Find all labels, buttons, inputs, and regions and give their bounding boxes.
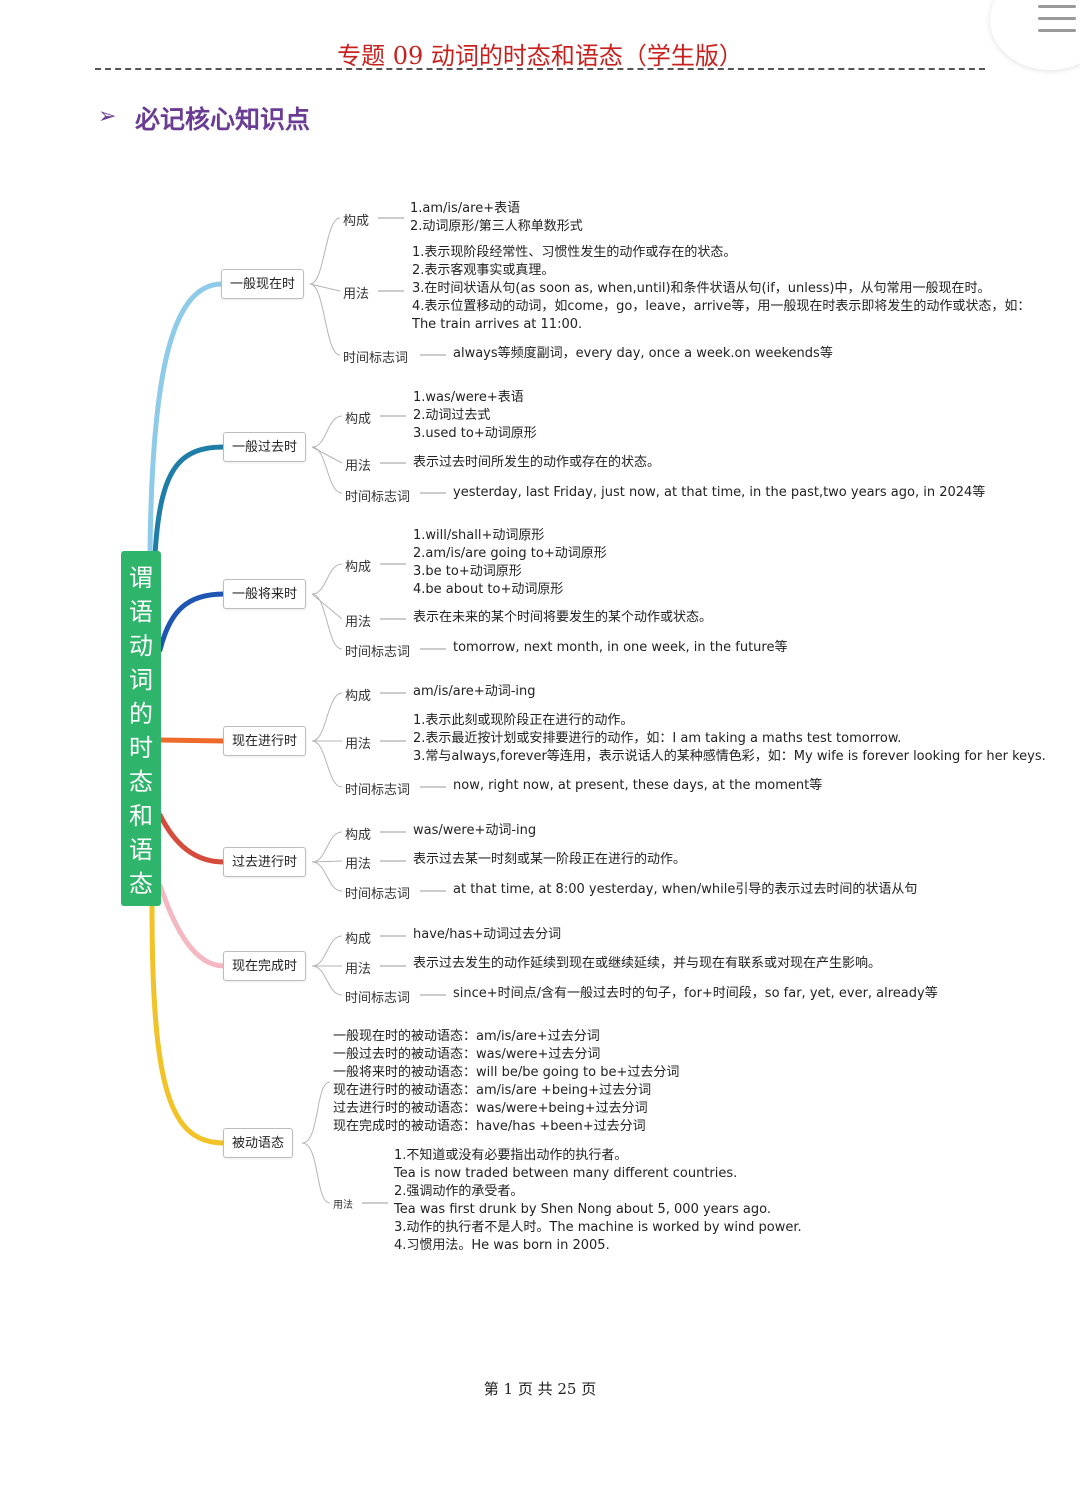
usage-label: 用法 — [345, 737, 372, 752]
connector-future-simple — [157, 591, 227, 653]
passive-forms-list: 一般现在时的被动语态：am/is/are+过去分词一般过去时的被动语态：was/… — [333, 1029, 680, 1134]
signal-words-label: 时间标志词 — [345, 991, 411, 1006]
signal-words-label: 时间标志词 — [345, 783, 411, 798]
signal-words-content: tomorrow, next month, in one week, in th… — [453, 640, 788, 655]
usage-content: 1.表示现阶段经常性、习惯性发生的动作或存在的状态。2.表示客观事实或真理。 3… — [412, 245, 1031, 332]
usage-label: 用法 — [345, 857, 372, 872]
connector-present-continuous — [157, 737, 227, 744]
branch-node-past-simple[interactable]: 一般过去时 — [223, 432, 307, 462]
usage-content: 表示在未来的某个时间将要发生的某个动作或状态。 — [413, 610, 713, 625]
title-divider — [95, 68, 985, 70]
signal-words-content: always等频度副词，every day, once a week.on we… — [453, 346, 833, 361]
form-content: was/were+动词-ing — [413, 823, 537, 838]
form-content: am/is/are+动词-ing — [413, 684, 536, 699]
form-label: 构成 — [345, 828, 372, 843]
menu-icon — [1038, 5, 1076, 8]
arrow-bullet-icon: ➢ — [98, 104, 117, 129]
signal-words-label: 时间标志词 — [345, 645, 411, 660]
document-title: 专题 09 动词的时态和语态（学生版） — [337, 42, 743, 70]
usage-label: 用法 — [333, 1200, 353, 1211]
signal-words-label: 时间标志词 — [345, 887, 411, 902]
branch-node-present-continuous[interactable]: 现在进行时 — [223, 726, 307, 756]
connector-present-perfect — [157, 882, 227, 969]
signal-words-content: now, right now, at present, these days, … — [453, 778, 823, 793]
branch-node-present-simple[interactable]: 一般现在时 — [221, 269, 305, 299]
signal-words-label: 时间标志词 — [343, 351, 409, 366]
usage-content: 表示过去时间所发生的动作或存在的状态。 — [413, 455, 661, 470]
form-label: 构成 — [345, 689, 372, 704]
usage-label: 用法 — [345, 962, 372, 977]
connector-past-continuous — [157, 812, 227, 865]
form-content: have/has+动词过去分词 — [413, 927, 562, 942]
usage-content: 表示过去发生的动作延续到现在或继续延续，并与现在有联系或对现在产生影响。 — [413, 956, 882, 971]
signal-words-content: since+时间点/含有一般过去时的句子，for+时间段，so far, yet… — [453, 986, 938, 1001]
usage-content: 表示过去某一时刻或某一阶段正在进行的动作。 — [413, 852, 687, 867]
connector-past-simple — [152, 444, 227, 558]
section-heading: 必记核心知识点 — [135, 105, 311, 134]
form-label: 构成 — [345, 412, 372, 427]
branch-node-present-perfect[interactable]: 现在完成时 — [223, 951, 307, 981]
signal-words-content: at that time, at 8:00 yesterday, when/wh… — [453, 882, 918, 897]
connector-present-simple — [147, 281, 225, 555]
signal-words-content: yesterday, last Friday, just now, at tha… — [453, 485, 986, 500]
usage-label: 用法 — [343, 287, 370, 302]
form-label: 构成 — [345, 932, 372, 947]
usage-label: 用法 — [345, 615, 372, 630]
usage-content: 1.不知道或没有必要指出动作的执行者。Tea is now traded bet… — [394, 1148, 802, 1253]
branch-node-passive-voice[interactable]: 被动语态 — [223, 1128, 294, 1158]
form-label: 构成 — [345, 560, 372, 575]
branch-node-future-simple[interactable]: 一般将来时 — [223, 579, 307, 609]
page-footer: 第 1 页 共 25 页 — [483, 1380, 597, 1398]
central-topic-node: 谓语动词的时态和语态 — [121, 551, 161, 906]
connector-passive — [149, 902, 227, 1146]
branch-node-past-continuous[interactable]: 过去进行时 — [223, 847, 307, 877]
usage-content: 1.表示此刻或现阶段正在进行的动作。2.表示最近按计划或安排要进行的动作，如：I… — [413, 713, 1046, 764]
usage-label: 用法 — [345, 459, 372, 474]
form-label: 构成 — [343, 214, 370, 229]
signal-words-label: 时间标志词 — [345, 490, 411, 505]
